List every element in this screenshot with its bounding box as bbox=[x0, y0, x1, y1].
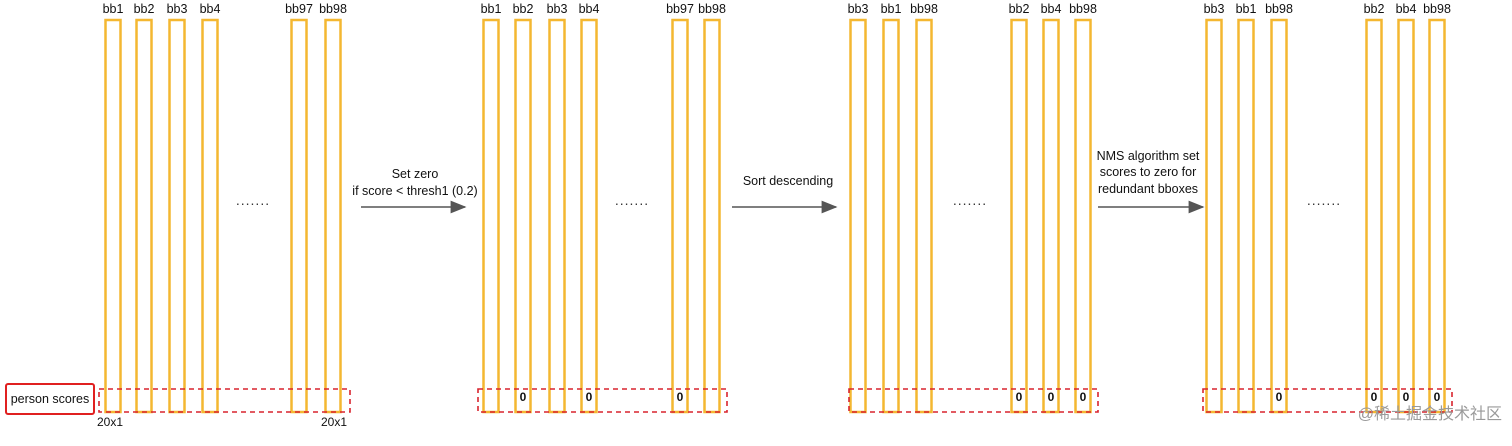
score-vector-column bbox=[882, 18, 900, 414]
bbox-column-label: bb97 bbox=[666, 2, 694, 16]
score-vector-column bbox=[324, 18, 342, 414]
bbox-column-label: bb4 bbox=[579, 2, 600, 16]
score-vector-column bbox=[1270, 18, 1288, 414]
bbox-column-label: bb3 bbox=[1204, 2, 1225, 16]
bbox-column-label: bb1 bbox=[881, 2, 902, 16]
bbox-column-label: bb3 bbox=[167, 2, 188, 16]
bbox-column-label: bb3 bbox=[547, 2, 568, 16]
score-vector-column bbox=[671, 18, 689, 414]
bbox-column-label: bb2 bbox=[1364, 2, 1385, 16]
zero-score-value: 0 bbox=[1048, 390, 1055, 404]
score-vector-column bbox=[104, 18, 122, 414]
person-scores-label: person scores bbox=[11, 392, 90, 406]
bbox-column-label: bb98 bbox=[910, 2, 938, 16]
zero-score-value: 0 bbox=[1016, 390, 1023, 404]
score-vector-column bbox=[1365, 18, 1383, 414]
score-vector-column bbox=[1397, 18, 1415, 414]
transition-step-caption: scores to zero for bbox=[1100, 165, 1197, 179]
score-vector-column bbox=[201, 18, 219, 414]
score-vector-column bbox=[1205, 18, 1223, 414]
bbox-column-label: bb98 bbox=[1265, 2, 1293, 16]
person-score-row-highlight bbox=[1202, 388, 1453, 413]
score-vector-column bbox=[290, 18, 308, 414]
zero-score-value: 0 bbox=[1403, 390, 1410, 404]
bbox-column-label: bb98 bbox=[319, 2, 347, 16]
person-score-row-highlight bbox=[477, 388, 728, 413]
score-vector-column bbox=[1010, 18, 1028, 414]
ellipsis-more-boxes: ....... bbox=[953, 192, 987, 208]
person-score-row-highlight bbox=[98, 388, 351, 413]
zero-score-value: 0 bbox=[677, 390, 684, 404]
score-vector-column bbox=[548, 18, 566, 414]
column-layer bbox=[104, 18, 1446, 414]
transition-step-caption: NMS algorithm set bbox=[1097, 149, 1200, 163]
score-vector-column bbox=[915, 18, 933, 414]
score-vector-column bbox=[1042, 18, 1060, 414]
score-vector-column bbox=[1237, 18, 1255, 414]
ellipsis-more-boxes: ....... bbox=[1307, 192, 1341, 208]
zero-score-value: 0 bbox=[1080, 390, 1087, 404]
bbox-column-label: bb3 bbox=[848, 2, 869, 16]
transition-step-caption: if score < thresh1 (0.2) bbox=[352, 184, 477, 198]
dashed-score-row-layer bbox=[98, 388, 1453, 413]
score-vector-column bbox=[580, 18, 598, 414]
score-vector-column bbox=[135, 18, 153, 414]
bbox-column-label: bb98 bbox=[698, 2, 726, 16]
score-vector-column bbox=[168, 18, 186, 414]
ellipsis-more-boxes: ....... bbox=[615, 192, 649, 208]
ellipsis-more-boxes: ....... bbox=[236, 192, 270, 208]
zero-score-value: 0 bbox=[1276, 390, 1283, 404]
person-score-row-highlight bbox=[848, 388, 1099, 413]
score-vector-column bbox=[482, 18, 500, 414]
transition-step-caption: redundant bboxes bbox=[1098, 182, 1198, 196]
bbox-column-label: bb98 bbox=[1069, 2, 1097, 16]
zero-score-value: 0 bbox=[520, 390, 527, 404]
score-vector-column bbox=[514, 18, 532, 414]
zero-score-value: 0 bbox=[1371, 390, 1378, 404]
score-vector-column bbox=[849, 18, 867, 414]
text-layer: bb1 bb2 bb3 bb4 bb97 bb98....... bb1 bb2 0 bb3 bb4… bbox=[5, 2, 1502, 429]
bbox-column-label: bb1 bbox=[481, 2, 502, 16]
bbox-column-label: bb97 bbox=[285, 2, 313, 16]
transition-step-caption: Set zero bbox=[392, 167, 439, 181]
bbox-column-label: bb4 bbox=[1396, 2, 1417, 16]
bbox-column-label: bb1 bbox=[103, 2, 124, 16]
score-vector-column bbox=[1074, 18, 1092, 414]
transition-step-caption: Sort descending bbox=[743, 174, 833, 188]
bbox-column-label: bb2 bbox=[1009, 2, 1030, 16]
person-scores-box bbox=[5, 383, 95, 415]
bbox-column-label: bb4 bbox=[1041, 2, 1062, 16]
bbox-column-label: bb2 bbox=[513, 2, 534, 16]
zero-score-value: 0 bbox=[1434, 390, 1441, 404]
bbox-column-label: bb1 bbox=[1236, 2, 1257, 16]
score-vector-column bbox=[703, 18, 721, 414]
score-vector-column bbox=[1428, 18, 1446, 414]
zero-score-value: 0 bbox=[586, 390, 593, 404]
site-watermark: @稀土掘金技术社区 bbox=[1358, 405, 1502, 423]
bbox-column-label: bb4 bbox=[200, 2, 221, 16]
bbox-column-label: bb98 bbox=[1423, 2, 1451, 16]
bbox-column-label: bb2 bbox=[134, 2, 155, 16]
vector-dimension-label: 20x1 bbox=[97, 415, 123, 429]
vector-dimension-label: 20x1 bbox=[321, 415, 347, 429]
